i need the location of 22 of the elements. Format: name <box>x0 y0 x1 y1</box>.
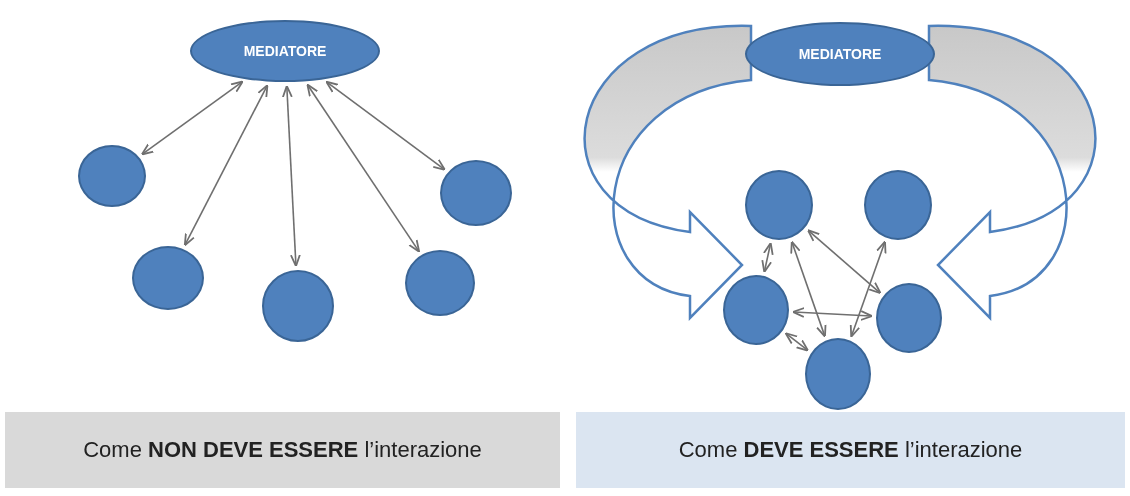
double-arrow <box>183 84 269 247</box>
curved-block-arrow <box>583 24 753 320</box>
double-arrow <box>306 83 421 253</box>
double-arrow <box>282 84 301 268</box>
participant-circle <box>78 145 146 207</box>
double-arrow <box>807 229 882 295</box>
caption-band <box>576 412 1125 488</box>
double-arrow <box>325 80 446 171</box>
double-arrow <box>761 242 774 273</box>
caption-text: Come DEVE ESSERE l’interazione <box>678 437 1023 463</box>
node-label: MEDIATORE <box>798 46 882 62</box>
double-arrow <box>849 240 887 338</box>
participant-circle <box>805 338 871 410</box>
double-arrow <box>140 80 244 156</box>
double-arrow <box>790 240 827 338</box>
participant-circle <box>723 275 789 345</box>
double-arrow <box>791 307 874 321</box>
double-arrow <box>784 332 809 352</box>
caption-band <box>5 412 560 488</box>
curved-block-arrow <box>927 24 1097 320</box>
caption-text: Come NON DEVE ESSERE l’interazione <box>83 437 482 463</box>
node-label: MEDIATORE <box>243 43 327 59</box>
